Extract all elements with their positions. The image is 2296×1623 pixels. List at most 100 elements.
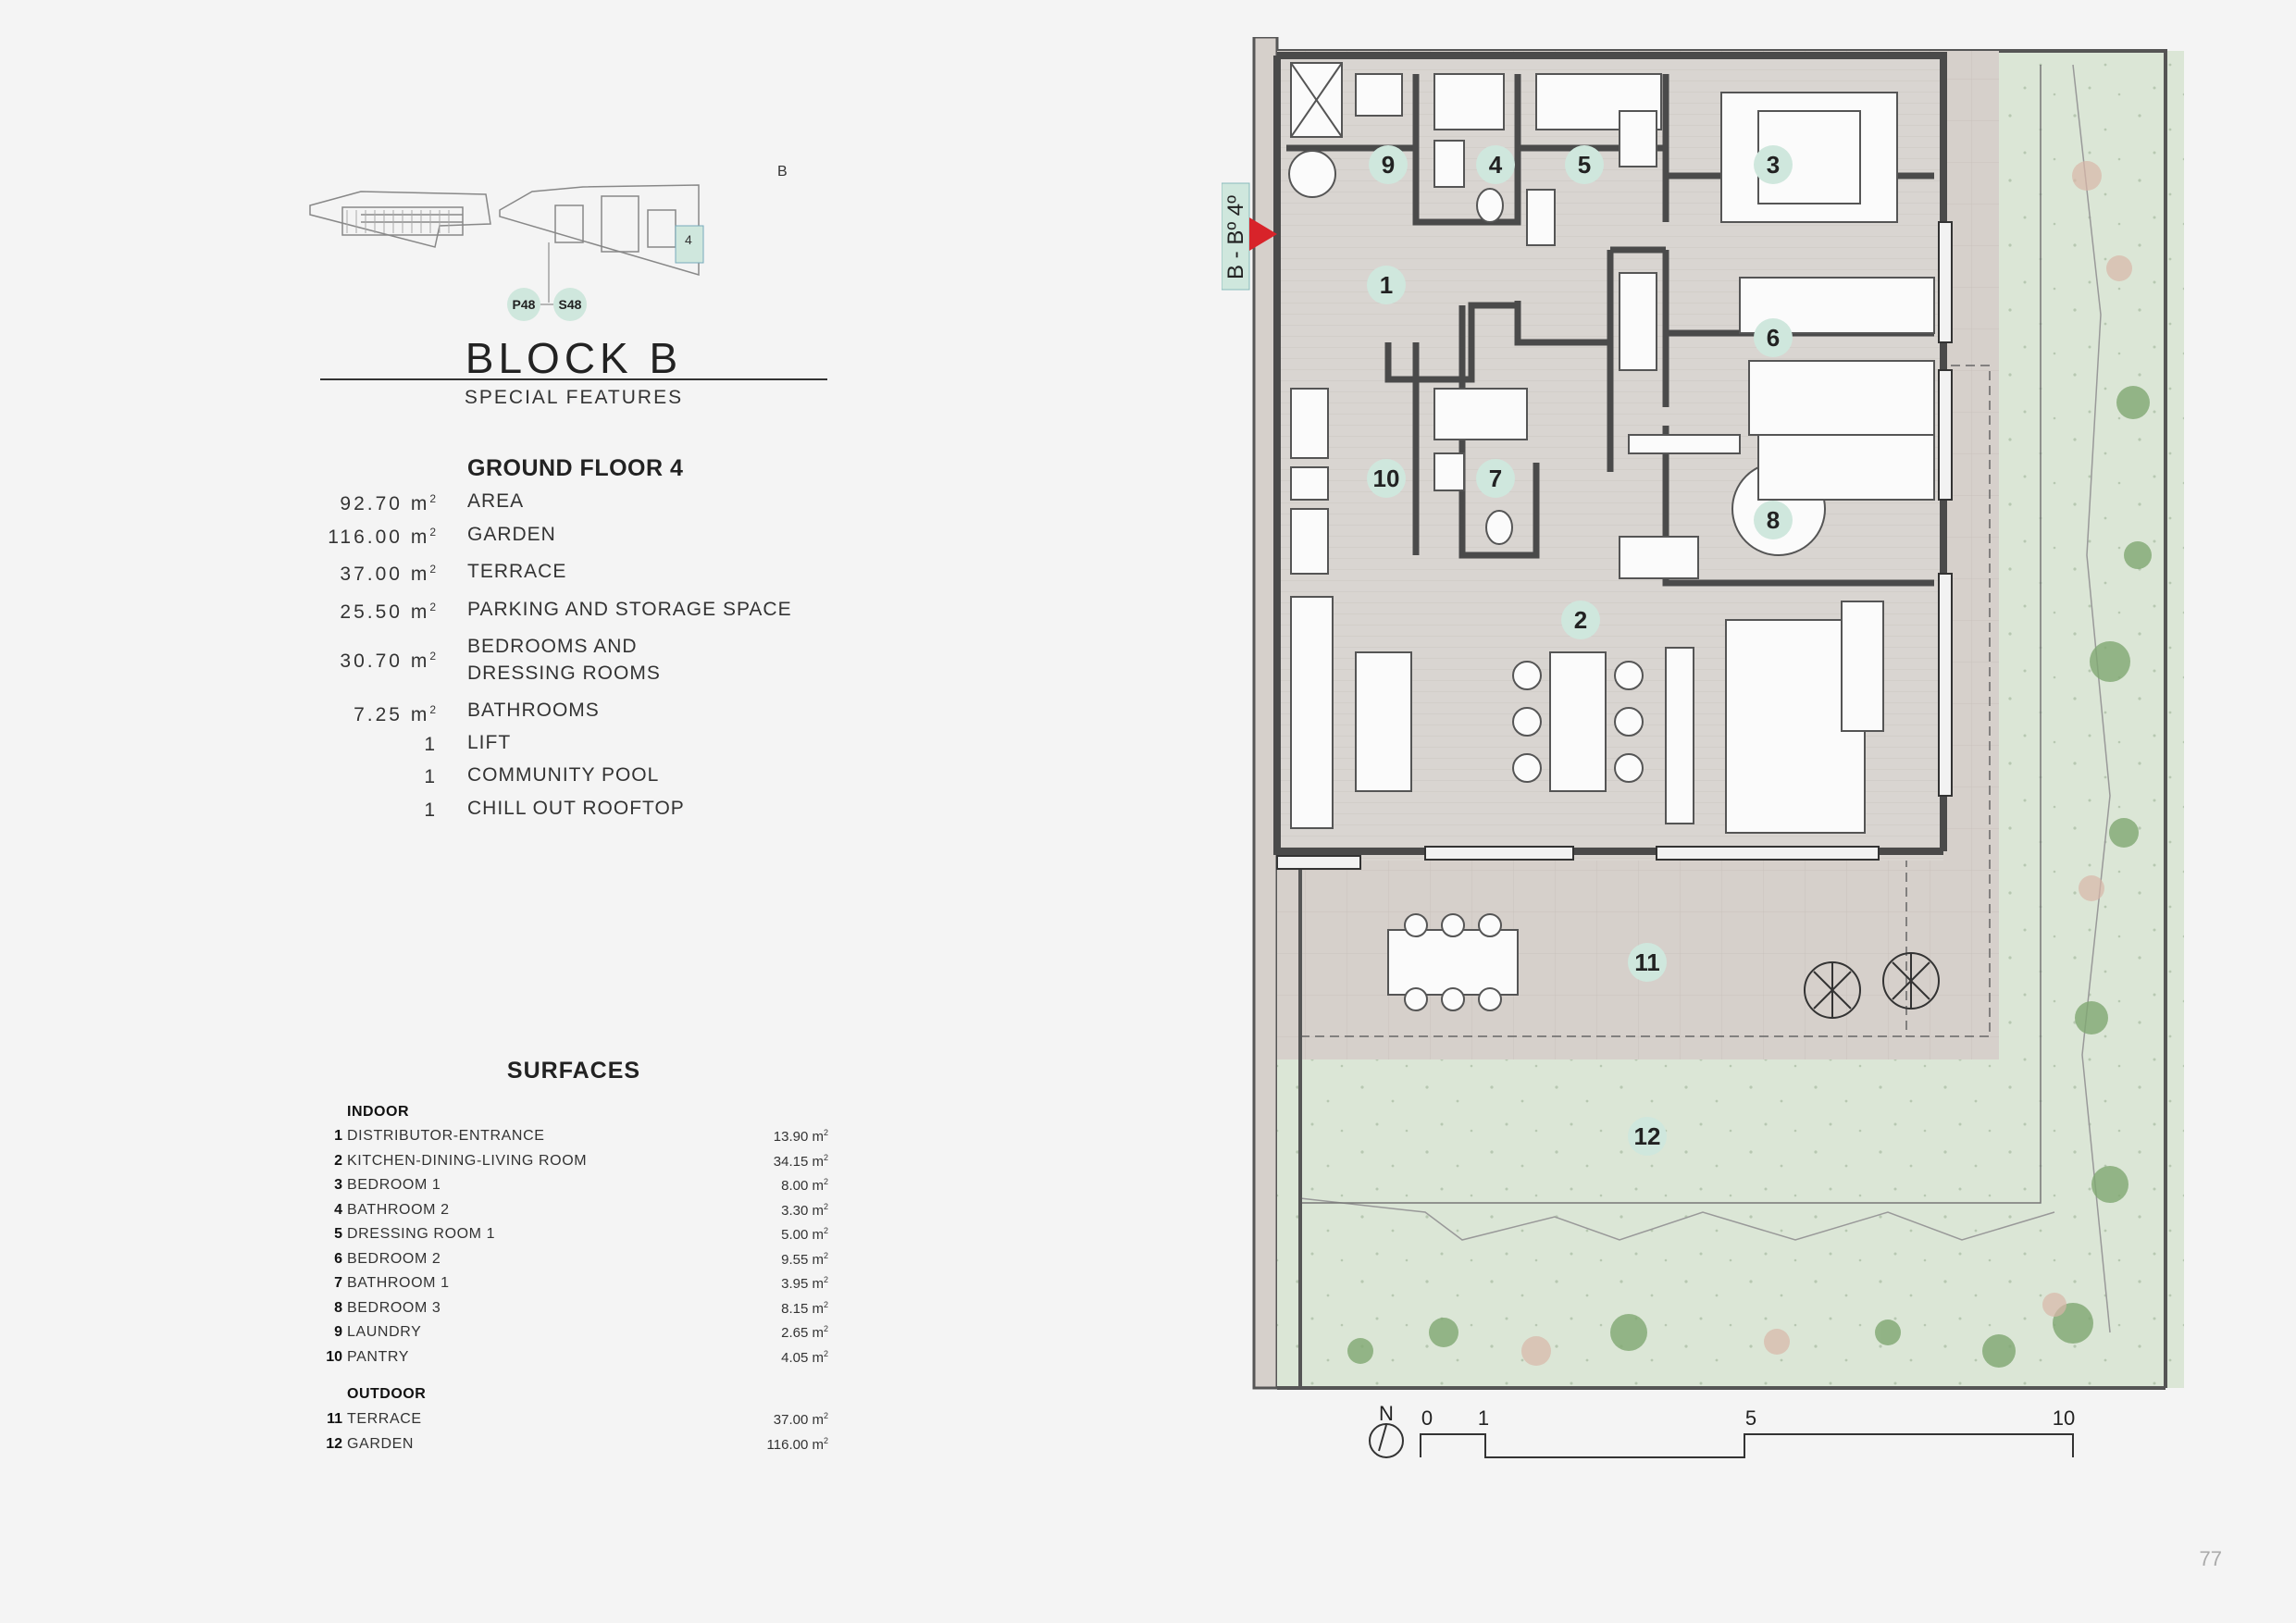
surface-number: 5 (334, 1226, 342, 1242)
surface-name: DISTRIBUTOR-ENTRANCE (347, 1128, 545, 1144)
feature-label: PARKING AND STORAGE SPACE (467, 599, 792, 620)
room-label-1: 1 (1380, 271, 1393, 299)
feature-value: 25.50 m2 (340, 601, 436, 623)
north-arrow-icon: N (1369, 1402, 1404, 1458)
surface-number: 11 (327, 1411, 342, 1427)
key-plan-block-letter: B (777, 164, 788, 180)
storage-badge-label: S48 (559, 297, 582, 312)
key-plan-block-b (499, 184, 700, 277)
room-label-10: 10 (1373, 465, 1400, 492)
room-badge-5 (1565, 145, 1604, 184)
room-badge-9 (1369, 145, 1408, 184)
surface-number: 2 (334, 1153, 342, 1169)
room-label-6: 6 (1767, 324, 1780, 352)
key-plan: 4 B P48 S48 (309, 164, 788, 321)
room-label-7: 7 (1489, 465, 1502, 492)
room-label-11: 11 (1634, 948, 1660, 976)
surface-name: DRESSING ROOM 1 (347, 1226, 496, 1242)
entrance-arrow-icon (1249, 217, 1277, 251)
surface-number: 4 (334, 1202, 342, 1218)
surface-area: 13.90 m2 (773, 1128, 828, 1145)
surface-area: 9.55 m2 (781, 1251, 828, 1268)
feature-value: 30.70 m2 (340, 650, 436, 672)
scale-label-10: 10 (2053, 1406, 2075, 1430)
surface-number: 12 (326, 1436, 342, 1452)
surface-name: KITCHEN-DINING-LIVING ROOM (347, 1153, 588, 1169)
north-label: N (1379, 1402, 1394, 1425)
feature-label: BATHROOMS (467, 700, 600, 721)
indoor-heading: INDOOR (347, 1104, 409, 1120)
room-badge-6 (1754, 318, 1793, 357)
surface-number: 7 (334, 1275, 342, 1291)
parking-badge-label: P48 (513, 297, 536, 312)
block-title: BLOCK B (465, 334, 683, 382)
feature-value: 1 (424, 734, 438, 755)
room-label-8: 8 (1767, 506, 1780, 534)
surfaces-title: SURFACES (506, 1058, 641, 1084)
feature-label: LIFT (467, 732, 512, 753)
outdoor-heading: OUTDOOR (347, 1386, 427, 1402)
surface-name: PANTRY (347, 1349, 410, 1365)
key-plan-unit-number: 4 (685, 232, 692, 247)
surface-name: BEDROOM 2 (347, 1251, 441, 1267)
room-label-5: 5 (1578, 151, 1591, 179)
room-label-12: 12 (1634, 1122, 1661, 1150)
feature-value: 1 (424, 799, 438, 821)
feature-label: GARDEN (467, 524, 556, 545)
surface-number: 9 (334, 1324, 342, 1340)
page-number: 77 (2199, 1547, 2222, 1570)
surface-area: 3.95 m2 (781, 1275, 828, 1292)
surface-number: 8 (334, 1300, 342, 1316)
room-badge-7 (1476, 459, 1515, 498)
surface-area: 8.00 m2 (781, 1177, 828, 1194)
surface-area: 2.65 m2 (781, 1324, 828, 1341)
room-badge-2 (1561, 601, 1600, 639)
block-subtitle: SPECIAL FEATURES (464, 387, 684, 408)
room-badge-12 (1628, 1117, 1667, 1156)
surface-name: BEDROOM 3 (347, 1300, 441, 1316)
room-badge-1 (1367, 266, 1406, 304)
feature-value: 1 (424, 766, 438, 787)
feature-value: 37.00 m2 (340, 563, 436, 585)
surface-name: BEDROOM 1 (347, 1177, 441, 1193)
surface-area: 37.00 m2 (773, 1411, 828, 1428)
room-badge-8 (1754, 501, 1793, 539)
surface-area: 3.30 m2 (781, 1202, 828, 1219)
room-label-9: 9 (1382, 151, 1395, 179)
feature-label: COMMUNITY POOL (467, 764, 660, 786)
feature-label: TERRACE (467, 561, 567, 582)
entrance-label: B - Bº 4º (1223, 195, 1248, 279)
feature-value: 116.00 m2 (328, 526, 436, 548)
floor-plan: 9 4 5 3 1 6 10 7 8 2 11 12 B - Bº 4º N 0… (1222, 37, 2184, 1458)
room-badge-10 (1367, 459, 1406, 498)
room-label-3: 3 (1767, 151, 1780, 179)
surface-area: 34.15 m2 (773, 1153, 828, 1170)
entrance-tag (1222, 182, 1250, 291)
feature-value: 7.25 m2 (354, 703, 436, 725)
storage-badge (553, 288, 587, 321)
key-plan-unit-highlight (675, 225, 704, 264)
feature-label: CHILL OUT ROOFTOP (467, 798, 685, 819)
ground-floor-title: GROUND FLOOR 4 (467, 455, 684, 481)
garden-plants (1347, 386, 2152, 1368)
room-labels: 9 4 5 3 1 6 10 7 8 2 11 12 (1367, 145, 1793, 1156)
surface-number: 6 (334, 1251, 342, 1267)
room-badge-3 (1754, 145, 1793, 184)
room-badge-4 (1476, 145, 1515, 184)
surface-name: BATHROOM 1 (347, 1275, 450, 1291)
surface-name: LAUNDRY (347, 1324, 422, 1340)
scale-label-1: 1 (1478, 1406, 1489, 1430)
surface-number: 3 (334, 1177, 342, 1193)
scale-label-0: 0 (1421, 1406, 1433, 1430)
surface-area: 5.00 m2 (781, 1226, 828, 1243)
block-title-divider (320, 378, 827, 380)
surface-number: 10 (326, 1349, 342, 1365)
room-label-2: 2 (1574, 606, 1587, 634)
feature-label: AREA (467, 490, 525, 512)
surface-area: 8.15 m2 (781, 1300, 828, 1317)
room-badge-11 (1628, 943, 1667, 982)
scale-bar: 0 1 5 10 (1420, 1406, 2075, 1458)
feature-value: 92.70 m2 (340, 492, 436, 514)
parking-badge (507, 288, 540, 321)
